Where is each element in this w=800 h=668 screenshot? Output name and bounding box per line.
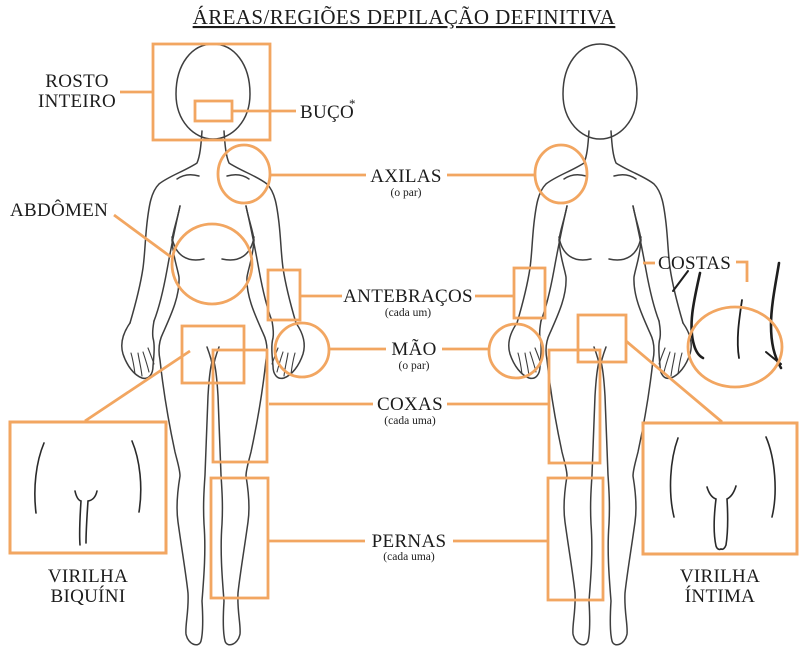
- abdomen-circle: [170, 222, 254, 306]
- mao-circle-right-figure: [487, 322, 545, 380]
- coxa-box-right-figure: [547, 348, 602, 465]
- virilha-intima-box: [641, 421, 799, 556]
- mao-label: MÃO: [391, 338, 436, 360]
- pernas-sublabel: (cada uma): [383, 551, 435, 563]
- costas-label: COSTAS: [658, 253, 731, 274]
- axilas-circle-right-figure: [533, 143, 589, 205]
- virilha-intima-inset: [641, 421, 799, 556]
- virilha-biquini-inset: [8, 420, 168, 555]
- virilha-intima-pointer: [625, 339, 723, 424]
- mao-circle-left-figure: [273, 321, 331, 379]
- buco-box: [193, 99, 234, 123]
- pernas-label: PERNAS: [372, 531, 447, 552]
- costas-bracket: [736, 260, 749, 282]
- buco-footnote-mark: *: [349, 96, 356, 111]
- abdomen-label: ABDÔMEN: [10, 199, 108, 221]
- back-sketch: [672, 261, 783, 370]
- coxas-sublabel: (cada uma): [384, 415, 436, 427]
- virilha-intima-area-box: [576, 313, 628, 364]
- axilas-circle-left-figure: [216, 143, 272, 205]
- abdomen-connector: [113, 213, 172, 259]
- virilha-biquini-pointer: [84, 349, 191, 423]
- antebraco-box-right-figure: [512, 266, 547, 320]
- buco-label: BUÇO: [300, 102, 354, 123]
- rosto-inteiro-box: [151, 42, 272, 142]
- virilha-biquini-label-line2: BIQUÍNI: [51, 585, 126, 607]
- axilas-sublabel: (o par): [391, 187, 422, 199]
- coxas-label: COXAS: [377, 394, 443, 415]
- coxa-box-left-figure: [211, 348, 269, 464]
- virilha-biquini-box: [8, 420, 168, 555]
- virilha-biquini-label-line1: VIRILHA: [48, 566, 128, 587]
- rosto-label-line2: INTEIRO: [38, 91, 116, 112]
- mao-sublabel: (o par): [399, 360, 430, 372]
- axilas-label: AXILAS: [370, 166, 441, 187]
- antebracos-label: ANTEBRAÇOS: [343, 286, 473, 307]
- antebracos-sublabel: (cada um): [385, 307, 431, 319]
- page-title: ÁREAS/REGIÕES DEPILAÇÃO DEFINITIVA: [193, 5, 616, 29]
- area-markers: [151, 42, 784, 602]
- perna-box-left-figure: [209, 476, 270, 600]
- costas-circle: [686, 305, 784, 389]
- virilha-intima-label-line2: ÍNTIMA: [685, 585, 755, 607]
- antebraco-box-left-figure: [266, 268, 302, 322]
- rosto-label-line1: ROSTO: [45, 71, 108, 92]
- virilha-intima-label-line1: VIRILHA: [680, 566, 760, 587]
- connector-lines: [84, 90, 749, 543]
- perna-box-right-figure: [546, 476, 605, 602]
